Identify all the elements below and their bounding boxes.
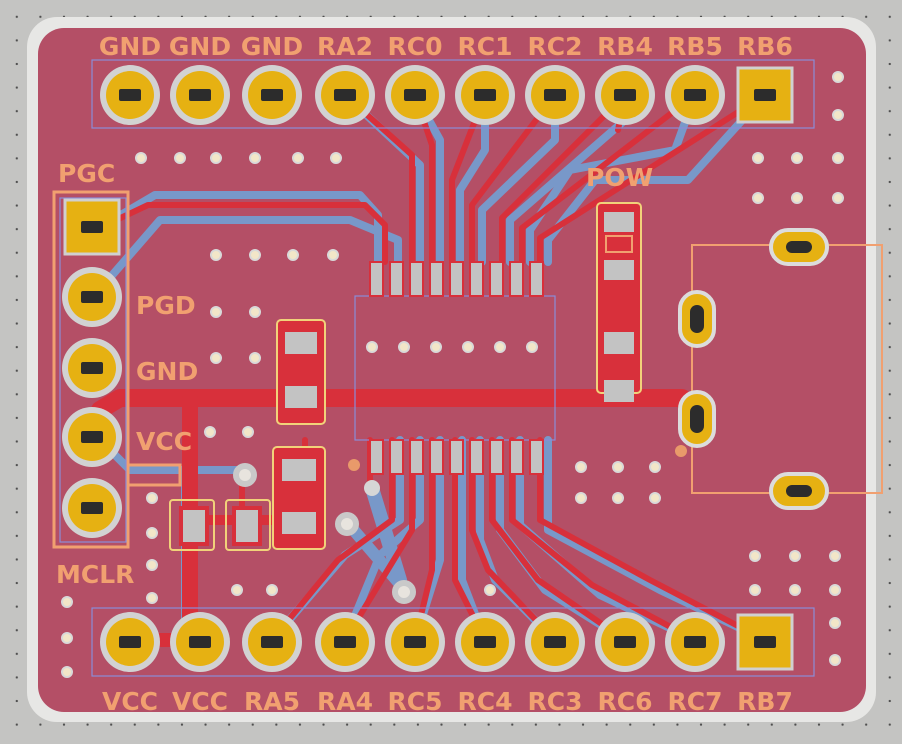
bottom-header-pin-label: RC4	[458, 687, 513, 716]
icsp-header-pad	[62, 267, 122, 327]
bottom-header-pin-label: RC3	[528, 687, 583, 716]
bottom-header-pad	[385, 612, 445, 672]
top-header-pad	[595, 65, 655, 125]
bottom-header-pin-label: RC7	[668, 687, 723, 716]
smd-capacitors	[169, 319, 326, 551]
top-header-pin-label: RC0	[388, 32, 443, 61]
power-jack-pads	[678, 228, 829, 510]
top-header-labels: GND GND GND RA2 RC0 RC1 RC2 RB4 RB5 RB6	[99, 32, 793, 61]
through-hole-pads	[62, 65, 794, 672]
bottom-header-labels: VCC VCC RA5 RA4 RC5 RC4 RC3 RC6 RC7 RB7	[102, 687, 793, 716]
bottom-header-pad	[595, 612, 655, 672]
bottom-header-pad	[455, 612, 515, 672]
top-header-pin-label: RB5	[667, 32, 723, 61]
top-header-pad	[665, 65, 725, 125]
icsp-header-pad	[62, 338, 122, 398]
icsp-label-pgc: PGC	[58, 159, 115, 188]
top-header-pin-label: GND	[169, 32, 231, 61]
bottom-header-pin-label: VCC	[172, 687, 228, 716]
icsp-header-pad	[62, 478, 122, 538]
icsp-label-pgd: PGD	[136, 291, 196, 320]
top-header-pad	[525, 65, 585, 125]
top-header-pad	[455, 65, 515, 125]
bottom-header-pad	[170, 612, 230, 672]
top-header-pad	[100, 65, 160, 125]
top-header-pin-label: RC1	[458, 32, 513, 61]
bottom-header-pin-label: RA5	[244, 687, 300, 716]
top-header-pin-label: RB4	[597, 32, 653, 61]
top-header-pad	[170, 65, 230, 125]
bottom-header-pad	[665, 612, 725, 672]
bottom-header-pin-label: RC5	[388, 687, 443, 716]
fiducials	[348, 445, 687, 496]
top-header-pin-label: RB6	[737, 32, 793, 61]
icsp-label-mclr: MCLR	[56, 560, 134, 589]
power-led-footprint	[596, 202, 642, 402]
bottom-header-pin-label: RC6	[598, 687, 653, 716]
bottom-header-pad	[242, 612, 302, 672]
top-header-pad	[242, 65, 302, 125]
top-header-pin-label: GND	[99, 32, 161, 61]
top-header-pin-label: RC2	[528, 32, 583, 61]
top-header-pin-label: GND	[241, 32, 303, 61]
icsp-label-gnd: GND	[136, 357, 198, 386]
ic-pads-bottom	[369, 439, 544, 475]
icsp-header-pad	[62, 407, 122, 467]
top-header-pad	[385, 65, 445, 125]
top-header-pin-label: RA2	[317, 32, 373, 61]
bottom-header-pad	[525, 612, 585, 672]
power-led-label: POW	[586, 163, 653, 192]
large-vias	[233, 463, 416, 604]
icsp-header-pad	[63, 198, 121, 256]
ic-pads-top	[369, 261, 544, 297]
top-header-pad	[736, 66, 794, 124]
bottom-header-pad	[736, 613, 794, 671]
vias	[61, 71, 844, 678]
bottom-header-pin-label: RB7	[737, 687, 793, 716]
top-header-pad	[315, 65, 375, 125]
silkscreen-outlines	[52, 190, 182, 549]
bottom-header-pin-label: RA4	[317, 687, 373, 716]
icsp-label-vcc: VCC	[136, 427, 192, 456]
bottom-header-pin-label: VCC	[102, 687, 158, 716]
bottom-header-pad	[100, 612, 160, 672]
bottom-header-pad	[315, 612, 375, 672]
